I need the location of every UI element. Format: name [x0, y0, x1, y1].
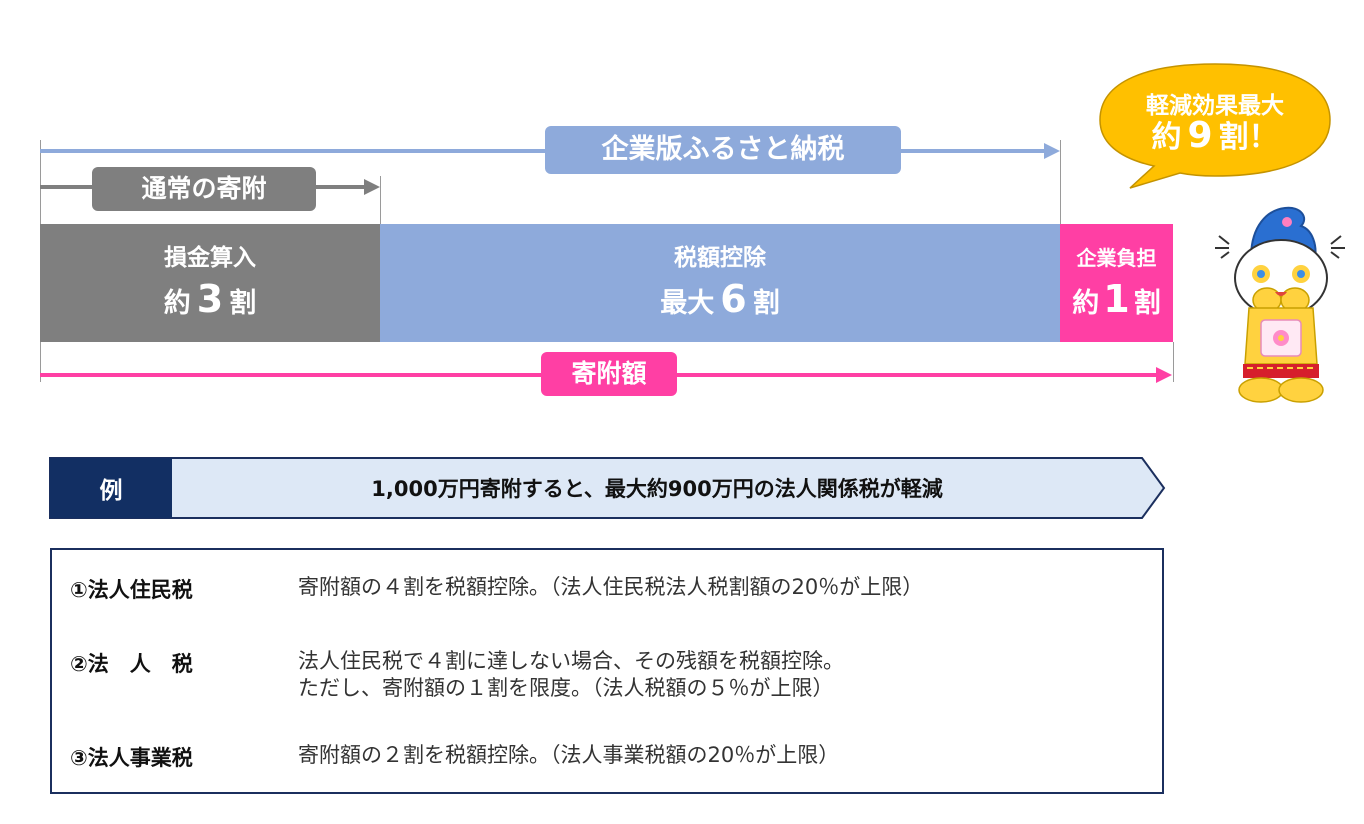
- normal-end-guide-line: [380, 176, 381, 224]
- rule-desc-corporate-tax: 法人住民税で４割に達しない場合、その残額を税額控除。 ただし、寄附額の１割を限度…: [298, 649, 844, 700]
- example-label: 例: [50, 458, 172, 518]
- furusato-arrowhead: [1044, 143, 1060, 159]
- rule-desc-business-tax: 寄附額の２割を税額控除。（法人事業税額の20％が上限）: [298, 743, 840, 767]
- segment-loss-label: 損金算入: [164, 244, 256, 271]
- total-arrowhead: [1156, 367, 1172, 383]
- rule-desc-resident-tax: 寄附額の４割を税額控除。（法人住民税法人税割額の20％が上限）: [298, 575, 924, 599]
- total-donation-label: 寄附額: [541, 352, 677, 396]
- speech-bubble: [1099, 63, 1331, 189]
- rule-name-business-tax: ③法人事業税: [70, 746, 193, 770]
- bubble-line1: 軽減効果最大: [1146, 93, 1284, 119]
- normal-arrowhead: [364, 179, 380, 195]
- rule-name-corporate-tax: ②法 人 税: [70, 652, 193, 676]
- sparkle-icon: [1215, 235, 1345, 259]
- segment-credit-label: 税額控除: [674, 244, 766, 271]
- tax-rules-box: [50, 548, 1164, 794]
- rule-name-resident-tax: ①法人住民税: [70, 578, 193, 602]
- furusato-arrow-line: [40, 149, 1048, 153]
- segment-burden-label: 企業負担: [1076, 245, 1157, 270]
- flower-eye-icon: [1252, 265, 1310, 283]
- furusato-end-guide-line: [1060, 140, 1061, 224]
- normal-donation-label: 通常の寄附: [92, 167, 316, 211]
- example-text: 1,000万円寄附すると、最大約900万円の法人関係税が軽減: [371, 477, 943, 501]
- right-guide-line: [1173, 342, 1174, 382]
- mascot-character: [1215, 206, 1345, 403]
- furusato-label: 企業版ふるさと納税: [545, 126, 901, 174]
